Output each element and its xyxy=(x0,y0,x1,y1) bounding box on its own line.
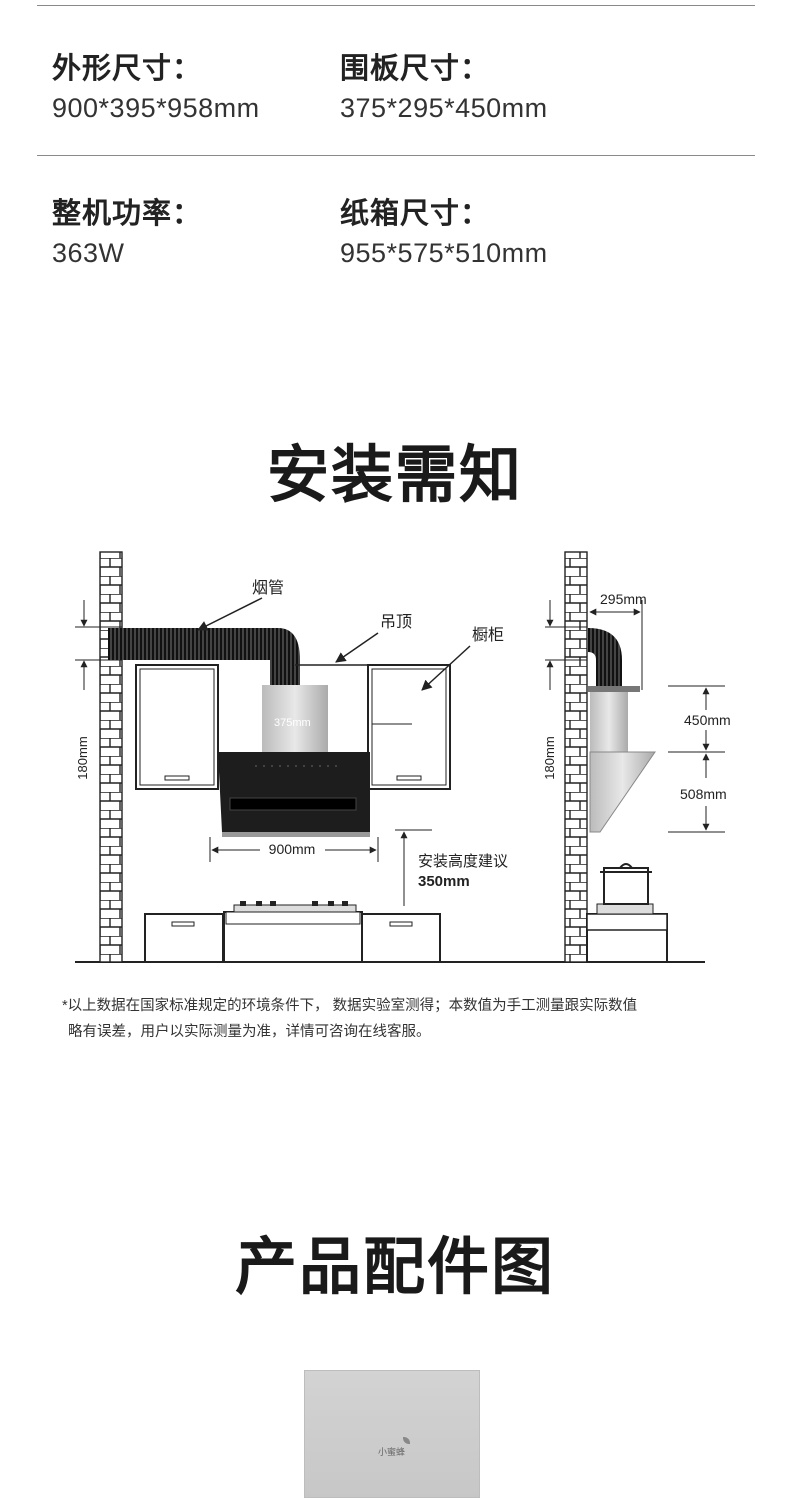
install-section-title: 安装需知 xyxy=(266,441,523,510)
side-ceiling xyxy=(588,686,640,692)
install-note-line1: *以上数据在国家标准规定的环境条件下， 数据实验室测得；本数值为手工测量跟实际数… xyxy=(62,998,638,1014)
duct-label: 烟管 xyxy=(252,578,284,597)
outer-size-label: 外形尺寸： xyxy=(52,53,203,85)
side-depth-label: 295mm xyxy=(600,591,647,607)
side-panel xyxy=(590,692,628,752)
right-cabinet xyxy=(367,664,451,790)
accessories-section-title: 产品配件图 xyxy=(234,1233,555,1302)
side-height-label: 180mm xyxy=(542,736,557,779)
product-box-image: 小蜜蜂 xyxy=(304,1370,480,1498)
counter-right xyxy=(361,913,441,963)
counter-left xyxy=(144,913,224,963)
carton-size-label: 纸箱尺寸： xyxy=(340,198,491,230)
cabinet-label: 橱柜 xyxy=(472,625,504,644)
panel-size-value: 375*295*450mm xyxy=(340,93,548,123)
chimney-panel xyxy=(262,685,328,753)
middle-divider xyxy=(37,155,755,156)
left-brick-wall xyxy=(99,551,123,963)
top-divider xyxy=(37,5,755,6)
box-logo-text: 小蜜蜂 xyxy=(378,1447,406,1457)
side-hood-height-label: 508mm xyxy=(680,786,727,802)
left-cabinet xyxy=(135,664,219,790)
duct-elbow xyxy=(270,628,300,688)
ceiling-label: 吊顶 xyxy=(380,612,412,631)
side-duct xyxy=(588,628,622,688)
side-panel-height-label: 450mm xyxy=(684,712,731,728)
duct-horizontal xyxy=(108,628,278,660)
panel-size-label: 围板尺寸： xyxy=(340,53,491,85)
height-suggest-value: 350mm xyxy=(418,873,470,890)
side-pot xyxy=(603,867,649,905)
right-brick-wall xyxy=(564,551,588,963)
carton-size-value: 955*575*510mm xyxy=(340,238,548,268)
hood-width-label: 900mm xyxy=(269,841,316,857)
install-note-line2: 略有误差，用户以实际测量为准，详情可咨询在线客服。 xyxy=(68,1024,431,1040)
height-suggest-label: 安装高度建议 xyxy=(418,852,508,870)
front-height-label: 180mm xyxy=(75,736,90,779)
range-hood xyxy=(218,752,370,832)
install-diagram: 180mm 烟管 吊顶 橱柜 375mm 900mm 安装高度建议 350mm … xyxy=(75,551,731,963)
side-hood xyxy=(589,751,656,833)
leaf-icon xyxy=(403,1437,410,1444)
outer-size-value: 900*395*958mm xyxy=(52,93,260,123)
power-value: 363W xyxy=(52,238,125,268)
panel-width-label: 375mm xyxy=(274,717,311,729)
power-label: 整机功率： xyxy=(52,198,203,230)
